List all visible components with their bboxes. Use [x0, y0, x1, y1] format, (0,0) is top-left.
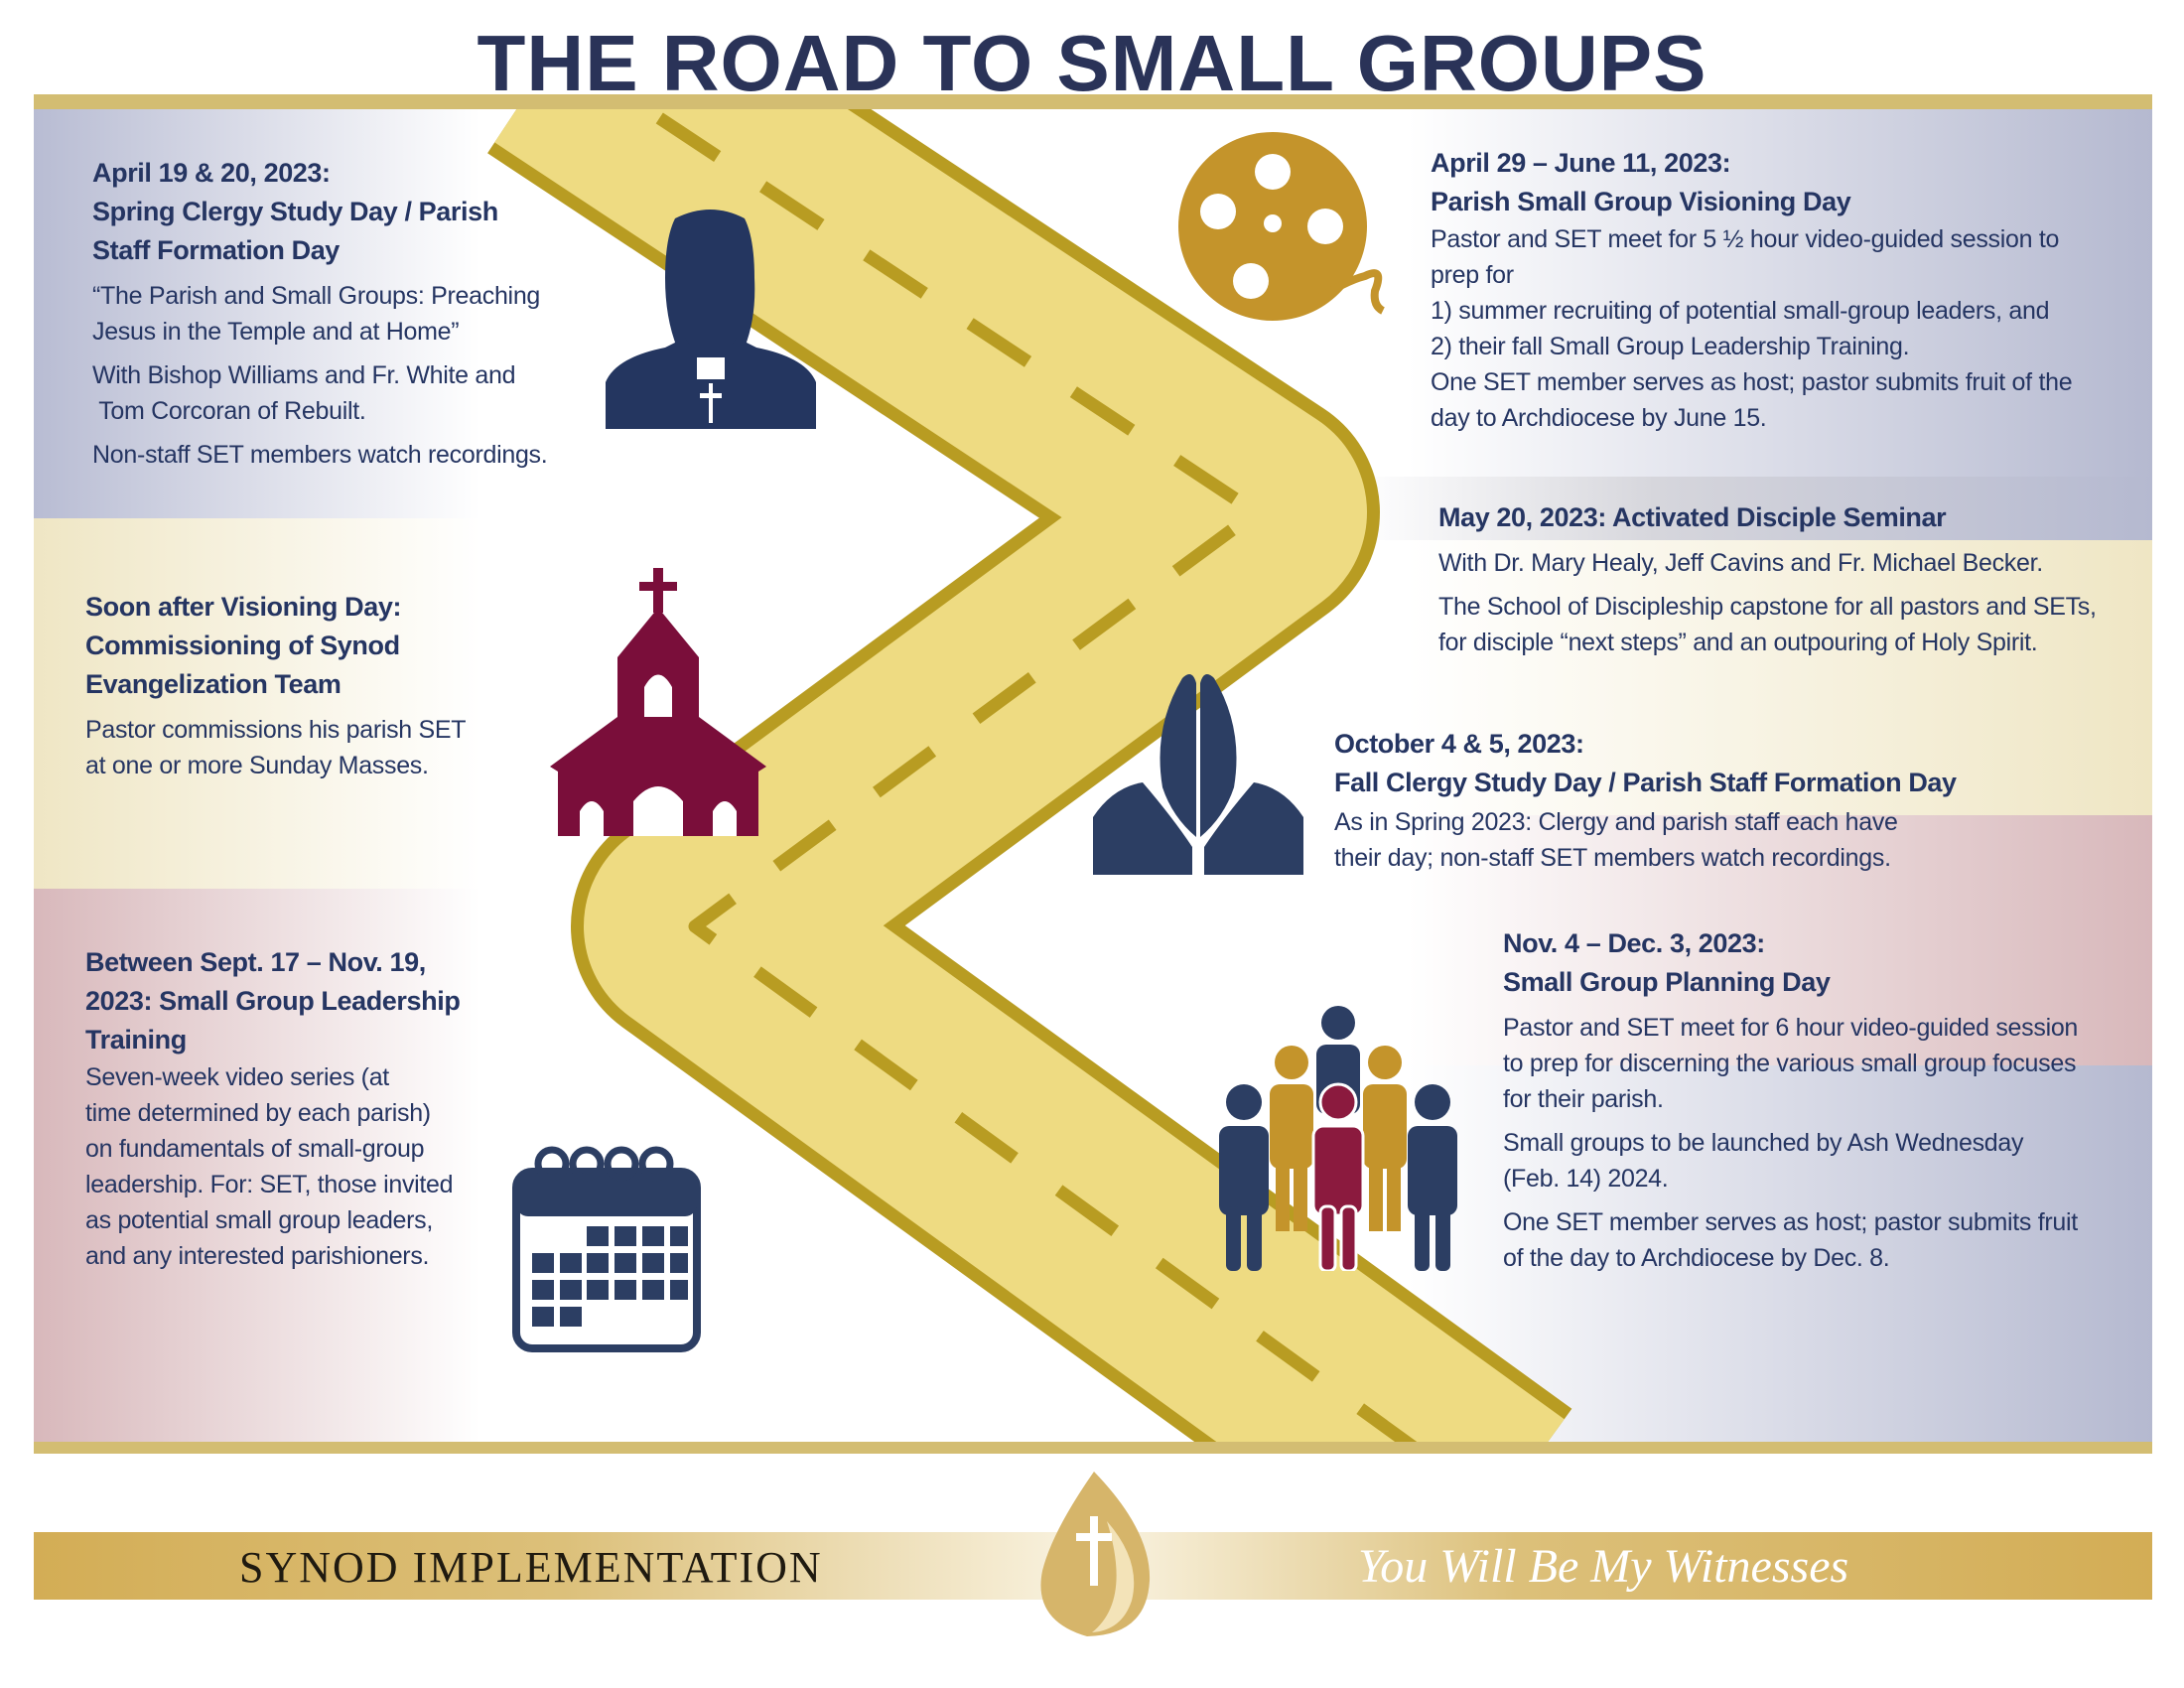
body-line: day to Archdiocese by June 15. [1431, 404, 1767, 432]
event-heading: April 29 – June 11, 2023: Parish Small Gr… [1431, 144, 2072, 221]
people-group-icon [1219, 1006, 1457, 1271]
event-body: The School of Discipleship capstone for … [1438, 589, 2097, 660]
heading-line: Nov. 4 – Dec. 3, 2023: [1503, 928, 1765, 958]
body-line: 1) summer recruiting of potential small-… [1431, 297, 2050, 325]
body-line: Non-staff SET members watch recordings. [92, 441, 548, 469]
event-heading: Between Sept. 17 – Nov. 19, 2023: Small G… [85, 943, 461, 1059]
body-line: time determined by each parish) [85, 1099, 431, 1127]
event-body: One SET member serves as host; pastor su… [1503, 1204, 2078, 1276]
heading-line: Evangelization Team [85, 669, 341, 699]
event-body: Pastor and SET meet for 6 hour video-gui… [1503, 1010, 2078, 1117]
church-icon [550, 568, 766, 836]
heading-line: May 20, 2023: Activated Disciple Seminar [1438, 502, 1947, 532]
event-body: With Dr. Mary Healy, Jeff Cavins and Fr.… [1438, 545, 2097, 581]
footer-left-text: SYNOD IMPLEMENTATION [239, 1543, 823, 1592]
body-line: One SET member serves as host; pastor su… [1503, 1208, 2078, 1236]
event-body: With Bishop Williams and Fr. White and T… [92, 357, 547, 429]
heading-line: Staff Formation Day [92, 235, 340, 265]
body-line: their day; non-staff SET members watch r… [1334, 844, 1891, 872]
heading-line: Training [85, 1025, 187, 1055]
body-line: The School of Discipleship capstone for … [1438, 593, 2097, 621]
footer-right-text: You Will Be My Witnesses [1358, 1540, 1849, 1593]
heading-line: Parish Small Group Visioning Day [1431, 187, 1851, 216]
event-planning-day: Nov. 4 – Dec. 3, 2023: Small Group Planni… [1503, 924, 2078, 1276]
heading-line: April 29 – June 11, 2023: [1431, 148, 1731, 178]
event-commissioning: Soon after Visioning Day: Commissioning o… [85, 588, 467, 783]
heading-line: April 19 & 20, 2023: [92, 158, 331, 188]
event-fall-clergy: October 4 & 5, 2023: Fall Clergy Study Da… [1334, 725, 1957, 876]
heading-line: Soon after Visioning Day: [85, 592, 402, 622]
heading-line: 2023: Small Group Leadership [85, 986, 461, 1016]
event-spring-clergy: April 19 & 20, 2023: Spring Clergy Study … [92, 154, 548, 473]
body-line: and any interested parishioners. [85, 1242, 430, 1270]
body-line: to prep for discerning the various small… [1503, 1050, 2077, 1077]
event-heading: May 20, 2023: Activated Disciple Seminar [1438, 498, 2097, 537]
page-title: THE ROAD TO SMALL GROUPS [477, 19, 1707, 107]
body-line: 2) their fall Small Group Leadership Tra… [1431, 333, 1910, 360]
body-line: With Bishop Williams and Fr. White and [92, 361, 516, 389]
bottom-divider [34, 1442, 2152, 1454]
priest-icon [606, 210, 816, 429]
heading-line: Fall Clergy Study Day / Parish Staff For… [1334, 768, 1957, 797]
body-line: leadership. For: SET, those invited [85, 1171, 454, 1198]
body-line: Jesus in the Temple and at Home” [92, 318, 460, 346]
body-line: as potential small group leaders, [85, 1206, 434, 1234]
event-body: Pastor commissions his parish SET at one … [85, 712, 467, 783]
event-body: Seven-week video series (at time determin… [85, 1059, 460, 1274]
body-line: Tom Corcoran of Rebuilt. [92, 397, 366, 425]
event-leadership-training: Between Sept. 17 – Nov. 19, 2023: Small G… [85, 943, 461, 1274]
event-body: Non-staff SET members watch recordings. [92, 437, 548, 473]
film-reel-icon [1178, 132, 1386, 321]
body-line: With Dr. Mary Healy, Jeff Cavins and Fr.… [1438, 549, 2043, 577]
event-activated-disciple: May 20, 2023: Activated Disciple Seminar… [1438, 498, 2097, 660]
body-line: Small groups to be launched by Ash Wedne… [1503, 1129, 2024, 1157]
body-line: Pastor and SET meet for 5 ½ hour video-g… [1431, 225, 2060, 253]
body-line: Pastor commissions his parish SET [85, 716, 467, 744]
heading-line: October 4 & 5, 2023: [1334, 729, 1584, 759]
body-line: of the day to Archdiocese by Dec. 8. [1503, 1244, 1890, 1272]
body-line: As in Spring 2023: Clergy and parish sta… [1334, 808, 1898, 836]
event-heading: October 4 & 5, 2023: Fall Clergy Study Da… [1334, 725, 1957, 802]
body-line: One SET member serves as host; pastor su… [1431, 368, 2073, 396]
event-visioning: April 29 – June 11, 2023: Parish Small Gr… [1431, 144, 2073, 436]
event-heading: Nov. 4 – Dec. 3, 2023: Small Group Planni… [1503, 924, 2078, 1002]
heading-line: Spring Clergy Study Day / Parish [92, 197, 498, 226]
body-line: for their parish. [1503, 1085, 1664, 1113]
body-line: prep for [1431, 261, 1514, 289]
calendar-icon [512, 1146, 701, 1352]
heading-line: Between Sept. 17 – Nov. 19, [85, 947, 426, 977]
body-line: Seven-week video series (at [85, 1063, 389, 1091]
event-heading: Soon after Visioning Day: Commissioning o… [85, 588, 466, 704]
event-body: Pastor and SET meet for 5 ½ hour video-g… [1431, 221, 2073, 436]
body-line: for disciple “next steps” and an outpour… [1438, 629, 2038, 656]
top-divider [34, 94, 2152, 109]
body-line: (Feb. 14) 2024. [1503, 1165, 1669, 1193]
event-body: As in Spring 2023: Clergy and parish sta… [1334, 804, 1957, 876]
heading-line: Small Group Planning Day [1503, 967, 1831, 997]
event-body: Small groups to be launched by Ash Wedne… [1503, 1125, 2078, 1196]
heading-line: Commissioning of Synod [85, 631, 400, 660]
praying-hands-icon [1093, 674, 1303, 875]
road-centerline [633, 109, 1418, 1442]
event-heading: April 19 & 20, 2023: Spring Clergy Study … [92, 154, 547, 270]
body-line: at one or more Sunday Masses. [85, 752, 429, 779]
body-line: on fundamentals of small-group [85, 1135, 425, 1163]
flame-cross-logo [1040, 1472, 1151, 1636]
body-line: “The Parish and Small Groups: Preaching [92, 282, 541, 310]
body-line: Pastor and SET meet for 6 hour video-gui… [1503, 1014, 2079, 1042]
